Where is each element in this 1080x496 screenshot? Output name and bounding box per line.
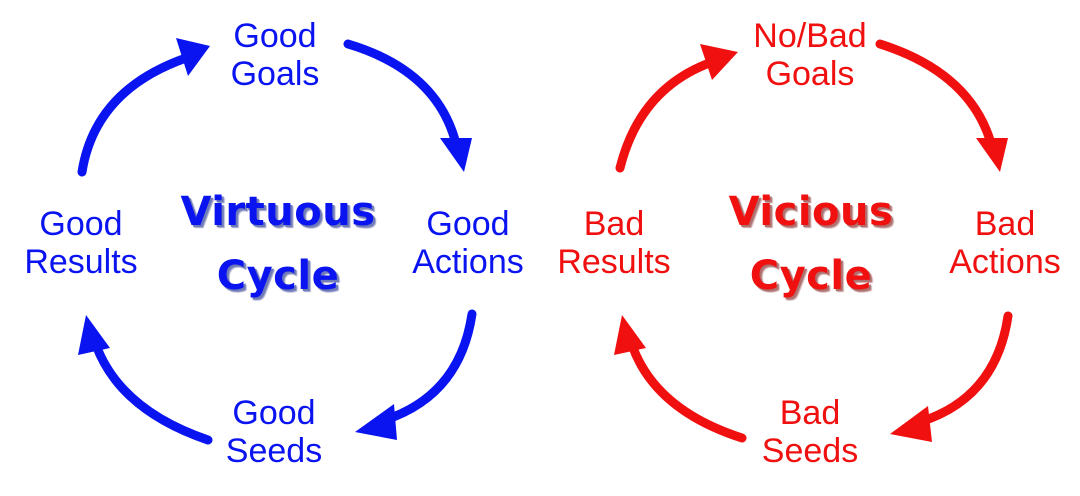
vicious-cycle-title: Vicious Cycle <box>728 189 894 299</box>
virtuous-arrowhead-actions <box>440 138 472 172</box>
virtuous-arrowhead-goals <box>176 38 210 76</box>
virtuous-node-bottom: Good Seeds <box>225 394 323 470</box>
vicious-arrowhead-seeds <box>890 406 932 442</box>
vicious-node-left: Bad Results <box>557 205 671 281</box>
vicious-node-top: No/Bad Goals <box>753 17 867 93</box>
virtuous-node-top: Good Goals <box>230 17 320 93</box>
vicious-node-right: Bad Actions <box>949 205 1061 281</box>
vicious-arrowhead-actions <box>976 138 1008 172</box>
virtuous-arrowhead-results <box>78 315 110 355</box>
virtuous-arrow-actions-to-seeds <box>380 309 477 425</box>
virtuous-node-left: Good Results <box>24 205 138 281</box>
virtuous-arrow-results-to-goals <box>77 53 191 177</box>
virtuous-arrow-goals-to-actions <box>343 39 460 145</box>
vicious-node-bottom: Bad Seeds <box>761 394 859 470</box>
vicious-arrowhead-goals <box>700 44 738 80</box>
vicious-arrow-goals-to-actions <box>875 39 995 145</box>
vicious-arrow-seeds-to-results <box>627 340 747 443</box>
vicious-arrowhead-results <box>614 315 646 355</box>
virtuous-cycle-title: Virtuous Cycle <box>180 189 376 299</box>
virtuous-node-right: Good Actions <box>412 205 524 281</box>
virtuous-arrowhead-seeds <box>355 404 397 440</box>
vicious-arrow-results-to-goals <box>615 57 717 173</box>
vicious-arrow-actions-to-seeds <box>915 311 1013 427</box>
virtuous-arrow-seeds-to-results <box>91 340 213 445</box>
